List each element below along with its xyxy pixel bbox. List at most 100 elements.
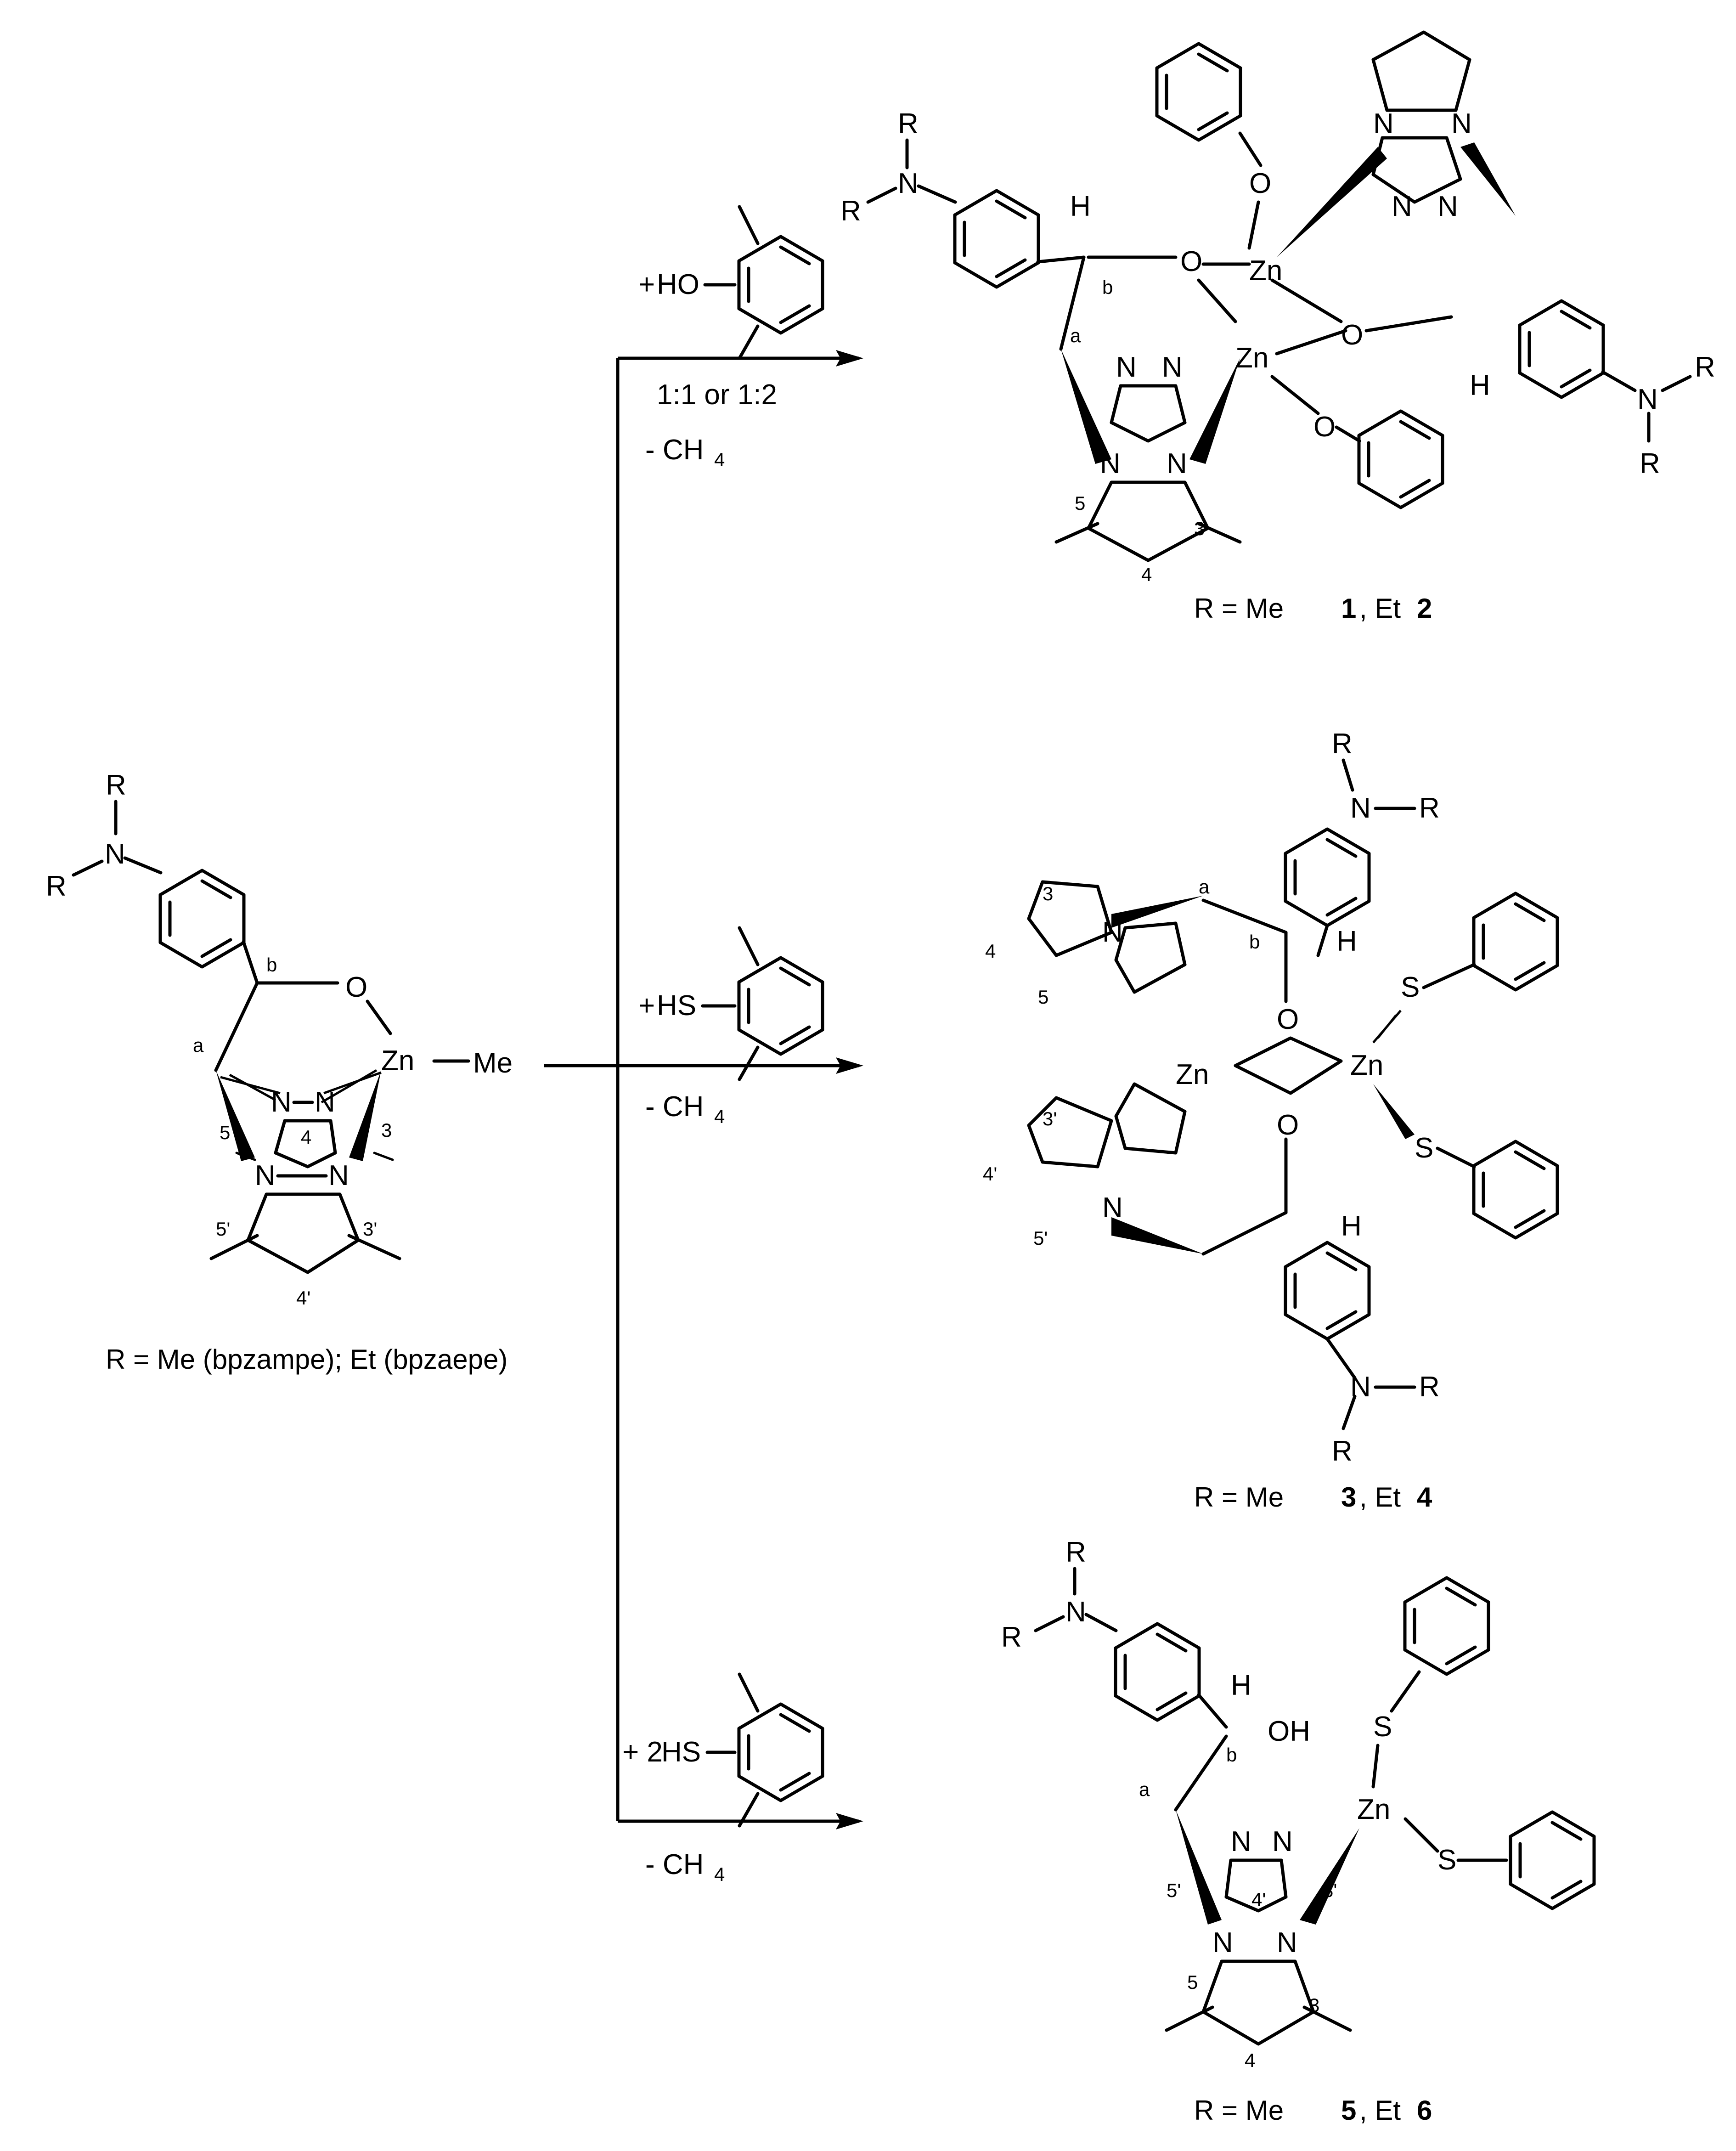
svg-text:, Et: , Et — [1359, 593, 1401, 624]
svg-text:2: 2 — [1417, 593, 1432, 624]
svg-text:3': 3' — [1043, 1108, 1057, 1129]
svg-text:N: N — [1116, 351, 1137, 383]
svg-text:4: 4 — [714, 1106, 725, 1127]
svg-text:5: 5 — [1075, 492, 1085, 514]
svg-text:H: H — [1070, 191, 1091, 222]
product-1-2-structure: R N R H b O Zn Zn a N N N N 5 3 4 O O — [840, 30, 1715, 624]
svg-text:4': 4' — [1251, 1889, 1266, 1910]
product-3-4-caption-prefix: R = Me — [1194, 1482, 1284, 1513]
svg-text:N: N — [1065, 1596, 1086, 1628]
svg-text:R: R — [1419, 792, 1440, 824]
svg-text:Zn: Zn — [1235, 342, 1268, 374]
svg-text:O: O — [1249, 168, 1271, 199]
svg-text:N: N — [1373, 108, 1394, 140]
svg-text:3: 3 — [1309, 1994, 1319, 2016]
svg-text:4: 4 — [985, 940, 996, 962]
svg-text:5: 5 — [1341, 2095, 1356, 2126]
reaction-arrows — [544, 350, 863, 1829]
reagent-phenol: + HO — [638, 205, 823, 360]
svg-text:- CH: - CH — [645, 434, 704, 466]
byproduct-methane-3: - CH 4 — [645, 1849, 725, 1885]
svg-text:5: 5 — [1187, 1971, 1198, 1993]
svg-text:4: 4 — [1245, 2049, 1255, 2071]
svg-text:H: H — [1231, 1670, 1251, 1701]
svg-text:3': 3' — [1323, 1880, 1337, 1901]
reactant-n4: N — [255, 1160, 276, 1191]
reactant-pos3: 3 — [381, 1119, 392, 1141]
reagent-thiol-1: + HS — [638, 926, 823, 1081]
svg-text:a: a — [1070, 325, 1081, 346]
reactant-pos3p: 3' — [363, 1218, 377, 1240]
reactant-pos-a: a — [193, 1034, 204, 1056]
svg-text:S: S — [1373, 1711, 1392, 1743]
svg-text:b: b — [1249, 931, 1260, 953]
svg-text:3: 3 — [1194, 518, 1205, 539]
svg-text:N: N — [1437, 191, 1458, 222]
svg-text:S: S — [1415, 1132, 1433, 1164]
svg-text:N: N — [1272, 1826, 1293, 1857]
svg-text:R: R — [898, 108, 919, 140]
svg-text:3: 3 — [1043, 883, 1053, 904]
svg-text:HS: HS — [657, 990, 696, 1022]
svg-text:4: 4 — [714, 449, 725, 470]
svg-text:R: R — [1640, 448, 1660, 480]
svg-text:Zn: Zn — [1350, 1050, 1383, 1081]
svg-text:S: S — [1437, 1844, 1456, 1876]
reactant-n3: N — [315, 1086, 335, 1118]
svg-text:4: 4 — [714, 1863, 725, 1885]
reactant-pos4: 4 — [301, 1126, 311, 1148]
svg-text:R: R — [1419, 1371, 1440, 1403]
reactant-r-top: R — [106, 769, 126, 801]
reactant-n5: N — [328, 1160, 349, 1191]
svg-text:Zn: Zn — [1357, 1794, 1390, 1825]
byproduct-methane-1: - CH 4 — [645, 434, 725, 470]
product-5-6-structure: R N R H OH b a N N Zn S S 5' 4' 3' N N 5 — [1001, 1536, 1594, 2126]
product-3-4-structure: R N R H b a O Zn Zn O S S N N — [983, 728, 1557, 1513]
svg-text:- CH: - CH — [645, 1849, 704, 1880]
svg-text:4: 4 — [1417, 1482, 1432, 1513]
svg-text:O: O — [1277, 1109, 1299, 1141]
svg-text:R: R — [1695, 351, 1715, 383]
svg-text:b: b — [1102, 277, 1113, 298]
reagent-thiol-2: + 2 HS — [622, 1672, 823, 1828]
byproduct-methane-2: - CH 4 — [645, 1091, 725, 1127]
svg-text:R: R — [1332, 728, 1353, 760]
reactant-caption: R = Me (bpzampe); Et (bpzaepe) — [106, 1344, 507, 1375]
svg-text:N: N — [898, 168, 919, 199]
svg-text:5': 5' — [1167, 1880, 1181, 1901]
svg-text:5': 5' — [1033, 1227, 1048, 1249]
reactant-n2: N — [271, 1086, 292, 1118]
svg-text:O: O — [1313, 411, 1336, 443]
svg-text:N: N — [1162, 351, 1183, 383]
svg-text:O: O — [1277, 1004, 1299, 1035]
reactant-me: Me — [473, 1047, 513, 1079]
reactant-pos5: 5 — [220, 1122, 230, 1143]
svg-text:N: N — [1350, 792, 1371, 824]
svg-text:R: R — [1332, 1435, 1353, 1467]
svg-text:4': 4' — [983, 1163, 997, 1185]
svg-text:R: R — [1065, 1536, 1086, 1568]
svg-text:N: N — [1231, 1826, 1251, 1857]
svg-text:O: O — [1341, 319, 1363, 351]
svg-text:a: a — [1139, 1778, 1150, 1800]
svg-text:- CH: - CH — [645, 1091, 704, 1123]
svg-text:H: H — [1470, 370, 1490, 401]
svg-text:4: 4 — [1141, 564, 1152, 585]
svg-text:6: 6 — [1417, 2095, 1432, 2126]
svg-text:+ 2: + 2 — [622, 1736, 663, 1768]
svg-text:1: 1 — [1341, 593, 1356, 624]
reactant-pos-b: b — [266, 954, 277, 976]
svg-text:N: N — [1451, 108, 1472, 140]
svg-text:H: H — [1341, 1210, 1362, 1242]
svg-text:, Et: , Et — [1359, 1482, 1401, 1513]
svg-text:O: O — [1180, 246, 1202, 277]
svg-text:H: H — [1336, 926, 1357, 957]
svg-text:HS: HS — [661, 1736, 701, 1768]
reactant-n: N — [105, 838, 125, 870]
reactant-pos4p: 4' — [296, 1287, 310, 1309]
svg-text:3: 3 — [1341, 1482, 1356, 1513]
reactant-pos5p: 5' — [216, 1218, 230, 1240]
svg-text:a: a — [1199, 876, 1210, 898]
reactant-structure: R N R b O Zn Me a N N 5 4 3 N N — [46, 769, 513, 1375]
svg-text:N: N — [1100, 448, 1121, 480]
